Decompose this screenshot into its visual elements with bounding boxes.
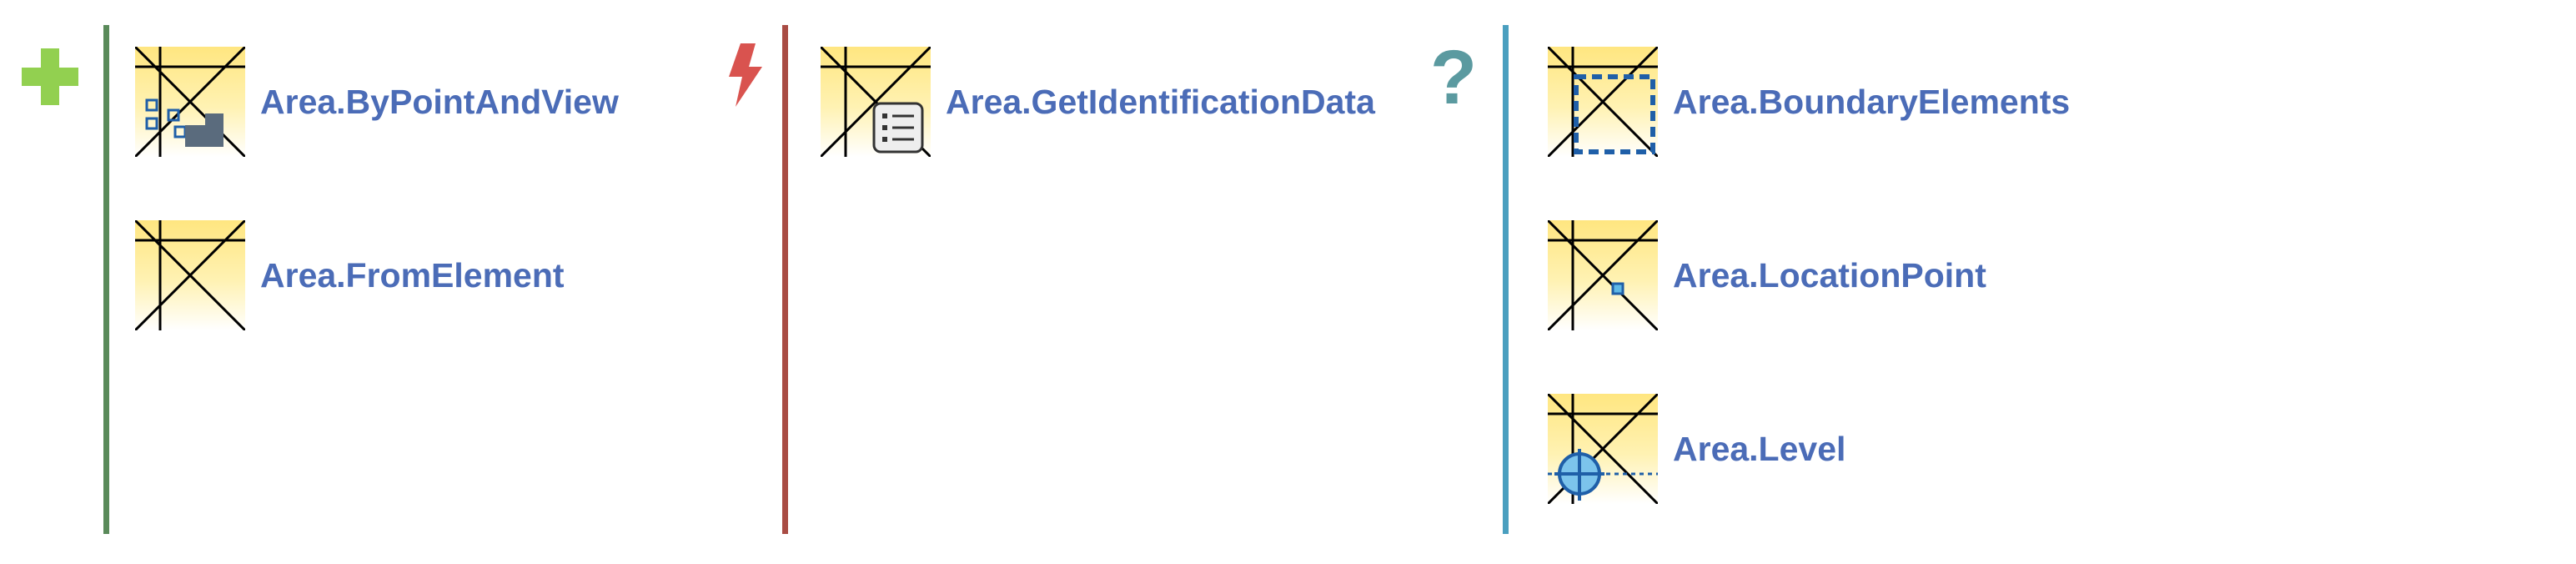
node-area-boundary-elements[interactable]: Area.BoundaryElements bbox=[1548, 47, 2070, 157]
node-area-get-identification-data[interactable]: Area.GetIdentificationData bbox=[821, 47, 1375, 157]
plus-icon bbox=[22, 48, 78, 105]
node-label: Area.ByPointAndView bbox=[260, 82, 619, 121]
area-location-point-icon bbox=[1548, 220, 1658, 330]
node-area-by-point-and-view[interactable]: Area.ByPointAndView bbox=[135, 47, 619, 157]
node-label: Area.LocationPoint bbox=[1673, 255, 1986, 295]
area-get-identification-data-icon bbox=[821, 47, 931, 157]
question-mark-icon: ? bbox=[1430, 40, 1477, 112]
node-area-location-point[interactable]: Area.LocationPoint bbox=[1548, 220, 1986, 330]
lightning-icon bbox=[729, 43, 762, 107]
node-area-from-element[interactable]: Area.FromElement bbox=[135, 220, 565, 330]
node-label: Area.BoundaryElements bbox=[1673, 82, 2071, 121]
create-divider bbox=[103, 25, 109, 534]
node-label: Area.GetIdentificationData bbox=[946, 82, 1375, 121]
area-level-icon bbox=[1548, 394, 1658, 504]
area-by-point-and-view-icon bbox=[135, 47, 245, 157]
action-divider bbox=[782, 25, 788, 534]
node-label: Area.FromElement bbox=[260, 255, 565, 295]
node-area-level[interactable]: Area.Level bbox=[1548, 394, 1845, 504]
query-divider bbox=[1503, 25, 1509, 534]
svg-text:?: ? bbox=[1430, 40, 1477, 112]
area-boundary-elements-icon bbox=[1548, 47, 1658, 157]
area-from-element-icon bbox=[135, 220, 245, 330]
node-label: Area.Level bbox=[1673, 429, 1846, 468]
